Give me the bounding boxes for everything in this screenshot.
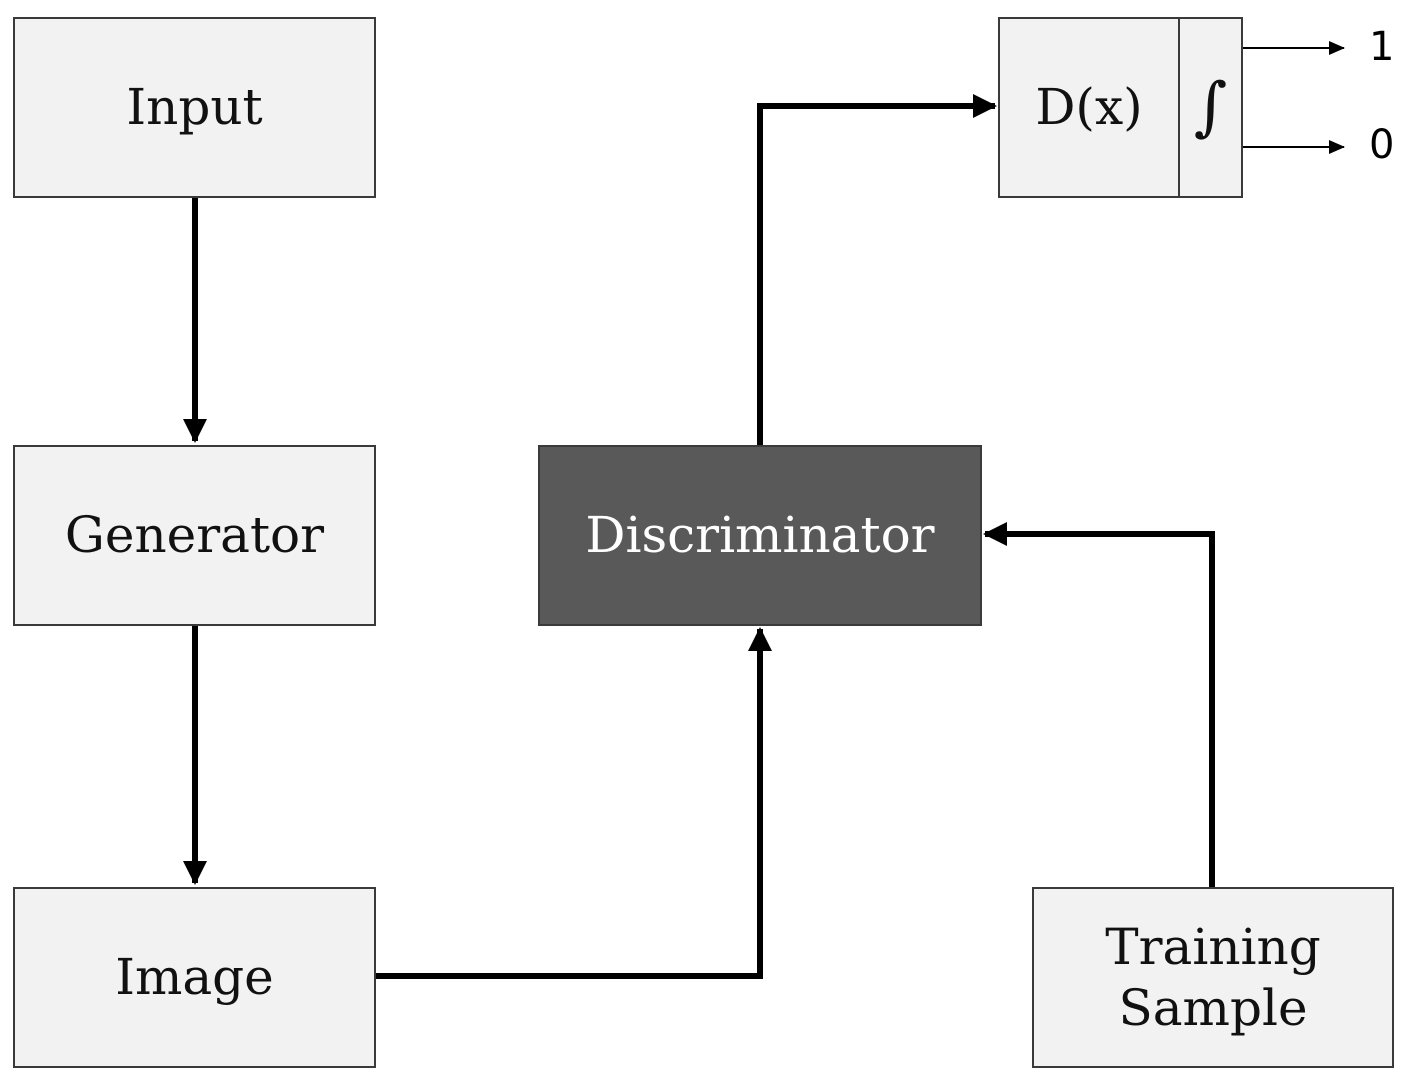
dx-node: D(x)	[998, 17, 1180, 198]
generator-label: Generator	[64, 506, 325, 564]
training-sample-node: Training Sample	[1032, 887, 1394, 1068]
output-one-label: 1	[1369, 24, 1395, 70]
dx-label: D(x)	[1035, 78, 1143, 136]
input-node: Input	[13, 17, 376, 198]
sigmoid-node: ∫	[1178, 17, 1243, 198]
arrow-training-to-discriminator	[983, 522, 1215, 887]
training-sample-label: Training Sample	[1105, 917, 1321, 1037]
image-node: Image	[13, 887, 376, 1068]
image-label: Image	[115, 948, 274, 1006]
sigmoid-symbol: ∫	[1193, 70, 1228, 145]
generator-node: Generator	[13, 445, 376, 626]
output-zero-label: 0	[1369, 122, 1395, 168]
arrow-image-to-discriminator	[376, 627, 772, 979]
discriminator-node: Discriminator	[538, 445, 982, 626]
arrow-discriminator-to-dx	[757, 94, 997, 445]
discriminator-label: Discriminator	[585, 506, 935, 564]
input-label: Input	[126, 78, 263, 136]
